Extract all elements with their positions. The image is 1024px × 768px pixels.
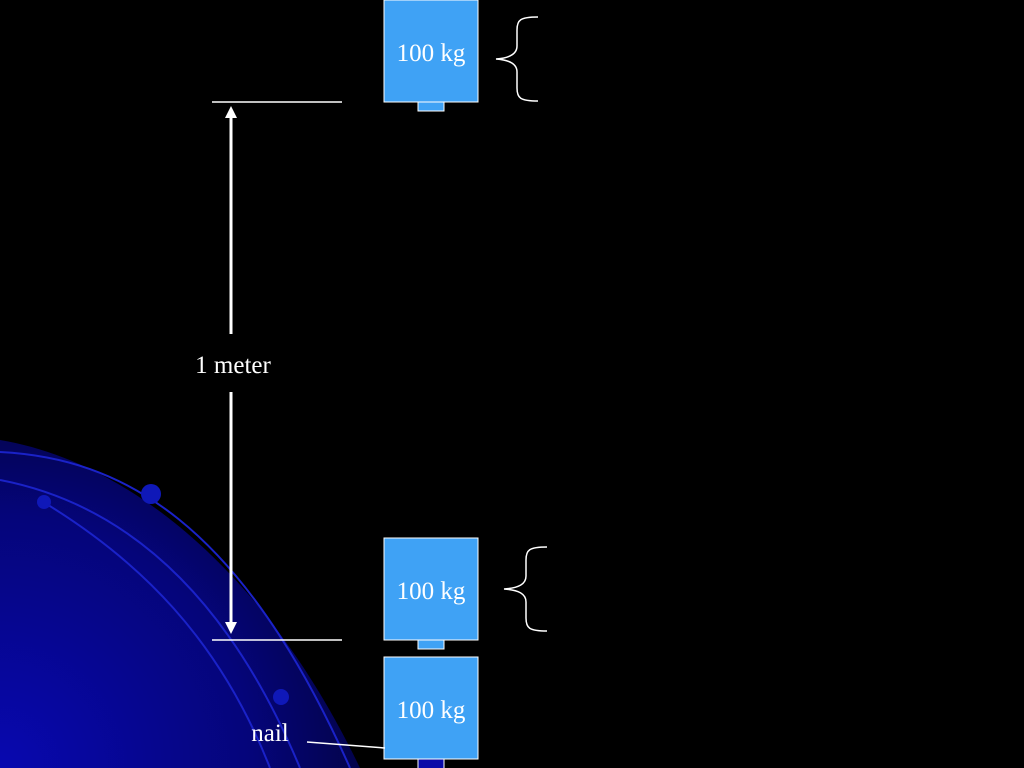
orbit-dot-3	[273, 689, 289, 705]
mass-block-top: 100 kg	[383, 0, 479, 112]
mass-block-middle-label: 100 kg	[397, 578, 466, 605]
curly-brace-middle	[503, 546, 548, 632]
orbit-arc-2	[0, 479, 301, 768]
corner-glow	[0, 440, 360, 768]
mass-block-bottom-body	[383, 656, 479, 760]
mass-block-middle-peg	[417, 639, 445, 650]
orbit-arc-1	[0, 451, 351, 768]
curly-brace-top	[495, 16, 539, 102]
mass-block-bottom: 100 kg	[383, 656, 479, 768]
mass-block-bottom-label: 100 kg	[397, 697, 466, 724]
mass-block-middle-body	[383, 537, 479, 641]
dimension-label: 1 meter	[195, 352, 271, 379]
nail-pointer-line	[306, 741, 386, 749]
mass-block-top-peg	[417, 101, 445, 112]
orbit-dot-2	[37, 495, 51, 509]
background-decoration	[0, 440, 360, 768]
nail-label: nail	[251, 720, 289, 747]
mass-block-top-body	[383, 0, 479, 103]
nail-head	[417, 758, 445, 768]
mass-block-middle: 100 kg	[383, 537, 479, 650]
orbit-arc-3	[39, 499, 271, 768]
mass-block-top-label: 100 kg	[397, 40, 466, 67]
orbit-dot-1	[141, 484, 161, 504]
